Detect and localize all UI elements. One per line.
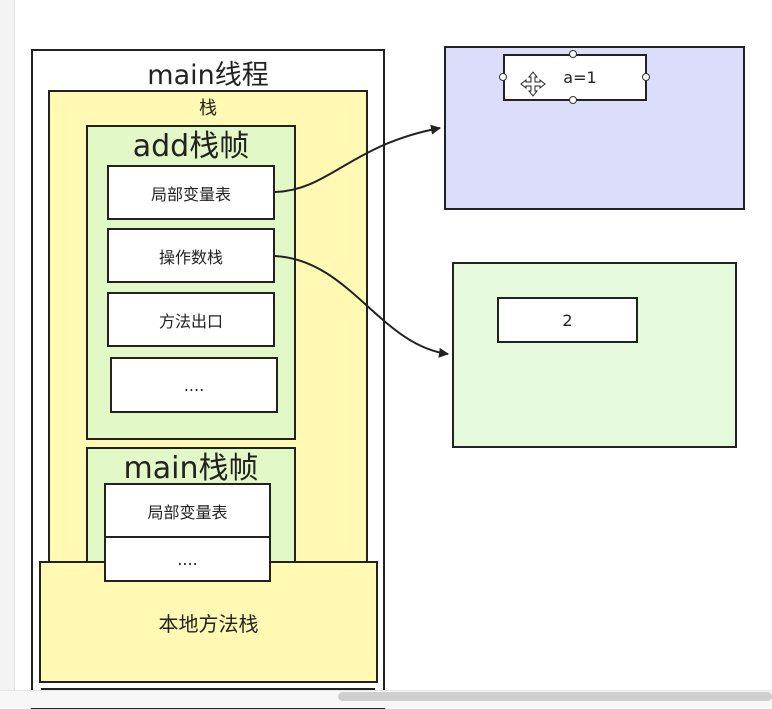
main-thread-title: main线程 (147, 60, 269, 91)
stack-title: 栈 (199, 98, 217, 119)
add-frame-more[interactable]: .... (110, 357, 278, 413)
arrow-local-vars-to-heap-a[interactable] (274, 124, 441, 193)
add-frame-local-vars[interactable]: 局部变量表 (107, 165, 275, 220)
main-frame-local-vars[interactable]: 局部变量表 (104, 483, 271, 539)
move-cursor-icon (520, 71, 546, 97)
selection-handle-left[interactable] (499, 73, 507, 81)
selection-handle-top[interactable] (569, 50, 577, 58)
native-method-stack[interactable]: 本地方法栈 (39, 561, 378, 683)
add-frame-operand-stack[interactable]: 操作数栈 (107, 228, 275, 283)
add-frame-return-address[interactable]: 方法出口 (107, 292, 275, 347)
main-frame-title: main栈帧 (123, 451, 259, 486)
variable-a-label: a=1 (563, 68, 597, 87)
operand-value-cell[interactable]: 2 (497, 297, 638, 343)
selection-handle-bottom[interactable] (569, 96, 577, 104)
main-frame-more[interactable]: .... (104, 536, 271, 582)
arrow-operand-stack-to-heap-b[interactable] (274, 255, 449, 358)
native-method-stack-label: 本地方法栈 (158, 611, 259, 636)
add-frame-title: add栈帧 (132, 129, 250, 164)
heap-object-b[interactable] (452, 262, 737, 448)
operand-value-label: 2 (562, 310, 573, 330)
horizontal-scroll-thumb[interactable] (338, 692, 772, 701)
selection-handle-right[interactable] (642, 73, 650, 81)
left-gutter (0, 0, 15, 707)
